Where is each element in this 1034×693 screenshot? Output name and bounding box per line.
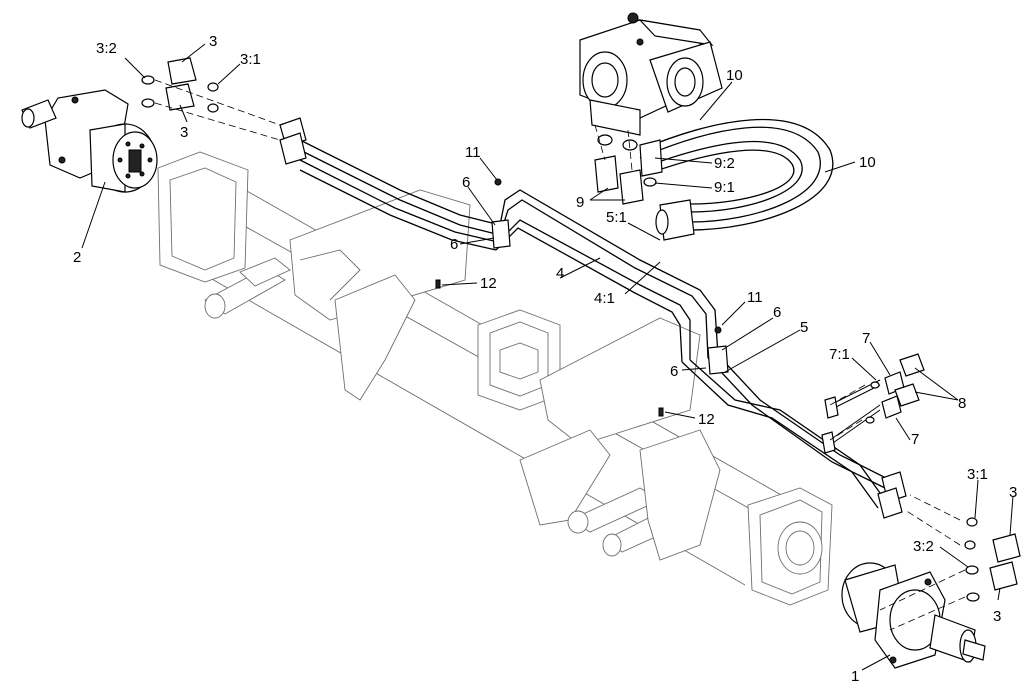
label-10-top: 10 (726, 67, 743, 84)
leader-lines (81, 43, 1014, 671)
label-12-top: 12 (480, 275, 497, 292)
label-11-top: 11 (465, 144, 481, 161)
pump (579, 12, 723, 136)
label-11-mid: 11 (747, 289, 763, 306)
label-3-top-a: 3 (209, 33, 217, 50)
fittings-3-top (141, 57, 219, 113)
label-9: 9 (576, 194, 584, 211)
label-3-right-b: 3 (993, 608, 1001, 625)
fittings-9 (594, 134, 657, 205)
callout-labels: 3:2 3 3:1 3 2 10 10 11 6 6 9:2 9:1 9 5:1… (73, 33, 1017, 685)
label-3-2-top: 3:2 (96, 40, 117, 57)
fittings-7-8 (865, 353, 925, 424)
label-7-top: 7 (862, 330, 870, 347)
label-4: 4 (556, 265, 564, 282)
label-6-d: 6 (670, 363, 678, 380)
label-8: 8 (958, 395, 966, 412)
label-12-bot: 12 (698, 411, 715, 428)
label-6-c: 6 (773, 304, 781, 321)
clamps-6 (491, 219, 729, 375)
label-4-1: 4:1 (594, 290, 615, 307)
label-7-bot: 7 (911, 431, 919, 448)
label-3-2-bot: 3:2 (913, 538, 934, 555)
label-5-1: 5:1 (606, 209, 627, 226)
label-9-1: 9:1 (714, 179, 735, 196)
label-6-b: 6 (450, 236, 458, 253)
assembly-lines (154, 79, 966, 631)
motor-1 (841, 562, 986, 669)
label-3-1-top: 3:1 (240, 51, 261, 68)
axle-housing (157, 151, 833, 606)
hoses-10 (639, 118, 834, 241)
label-3-top-b: 3 (180, 124, 188, 141)
label-2: 2 (73, 249, 81, 266)
label-3-right-a: 3 (1009, 484, 1017, 501)
label-3-1-bot: 3:1 (967, 466, 988, 483)
label-7-1: 7:1 (829, 346, 850, 363)
label-5: 5 (800, 319, 808, 336)
label-10-right: 10 (859, 154, 876, 171)
bolts-11-12 (435, 178, 722, 417)
motor-2 (21, 89, 158, 193)
label-1: 1 (851, 668, 859, 685)
tubes-4-5 (279, 117, 907, 519)
label-9-2: 9:2 (714, 155, 735, 172)
label-6-a: 6 (462, 174, 470, 191)
fittings-3-bottom (964, 517, 1021, 602)
